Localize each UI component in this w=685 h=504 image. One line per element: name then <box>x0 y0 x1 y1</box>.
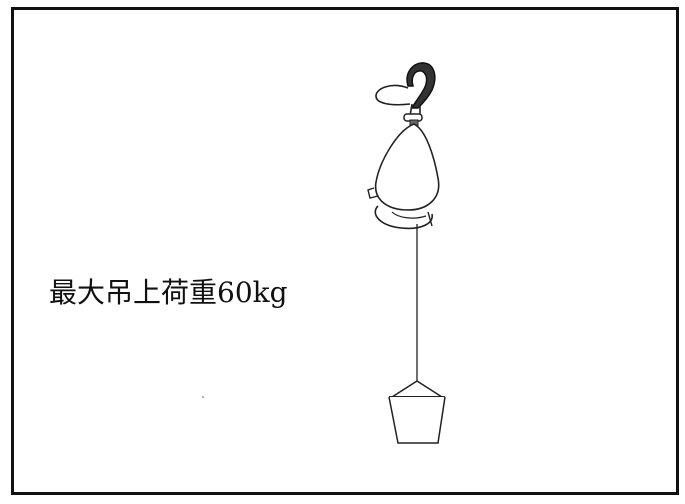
snap-hook-icon <box>375 62 436 127</box>
max-load-label: 最大吊上荷重60kg <box>49 276 288 309</box>
pulley-block-icon <box>367 123 440 230</box>
bucket-load-icon <box>388 380 446 444</box>
scan-speck <box>202 396 204 398</box>
diagram-frame <box>11 7 679 495</box>
